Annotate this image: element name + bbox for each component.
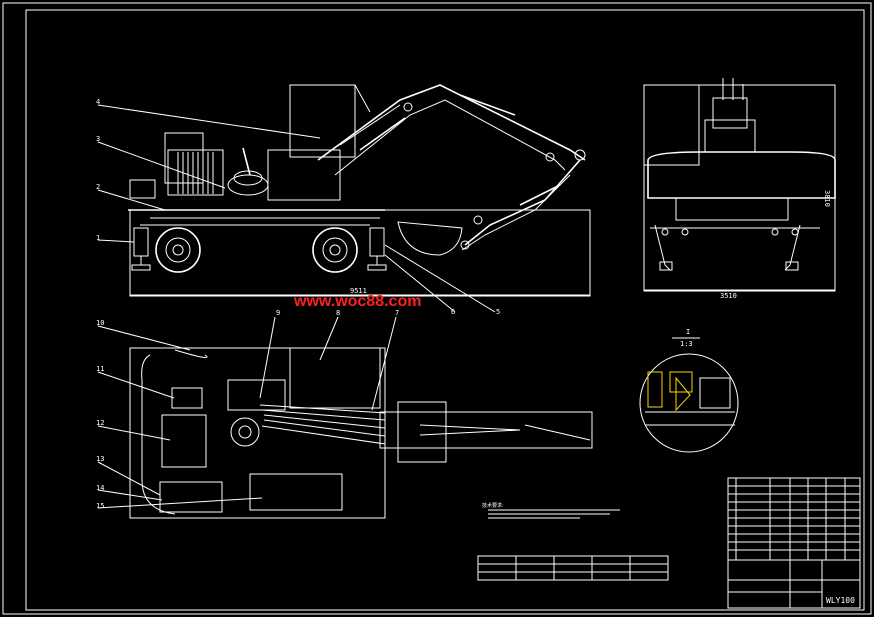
watermark-text: www.woc88.com [293,293,421,310]
part-label-6: 6 [451,308,455,316]
part-label-14: 14 [96,484,104,492]
section-label: I [686,328,690,336]
section-scale: 1:3 [680,340,693,348]
title-block: WLY100 [727,477,861,609]
inner-frame [25,9,865,611]
tech-title: 技术要求: [482,502,504,509]
part-label-2: 2 [96,183,100,191]
parameter-table [477,555,669,581]
part-label-13: 13 [96,455,104,463]
part-label-12: 12 [96,419,104,427]
front-view: 3510 3810 [643,78,836,300]
part-label-15: 15 [96,502,104,510]
tech-requirements: 技术要求: [482,502,620,519]
part-label-3: 3 [96,135,100,143]
drawing-code: WLY100 [826,596,855,605]
part-label-10: 10 [96,319,104,327]
dim-width-text: 3510 [720,292,737,300]
part-label-7: 7 [395,309,399,317]
part-label-4: 4 [96,98,100,106]
part-label-9: 9 [276,309,280,317]
dim-height-text: 3810 [823,190,831,207]
detail-view-i: I 1:3 [639,328,739,453]
side-view: 9511 4 3 2 1 5 6 [96,84,591,316]
part-label-5: 5 [496,308,500,316]
dim-length-text: 9511 [350,287,367,295]
part-label-8: 8 [336,309,340,317]
top-view: 10 11 12 13 14 15 9 8 7 [96,309,593,519]
part-label-11: 11 [96,365,104,373]
part-label-1: 1 [96,234,100,242]
